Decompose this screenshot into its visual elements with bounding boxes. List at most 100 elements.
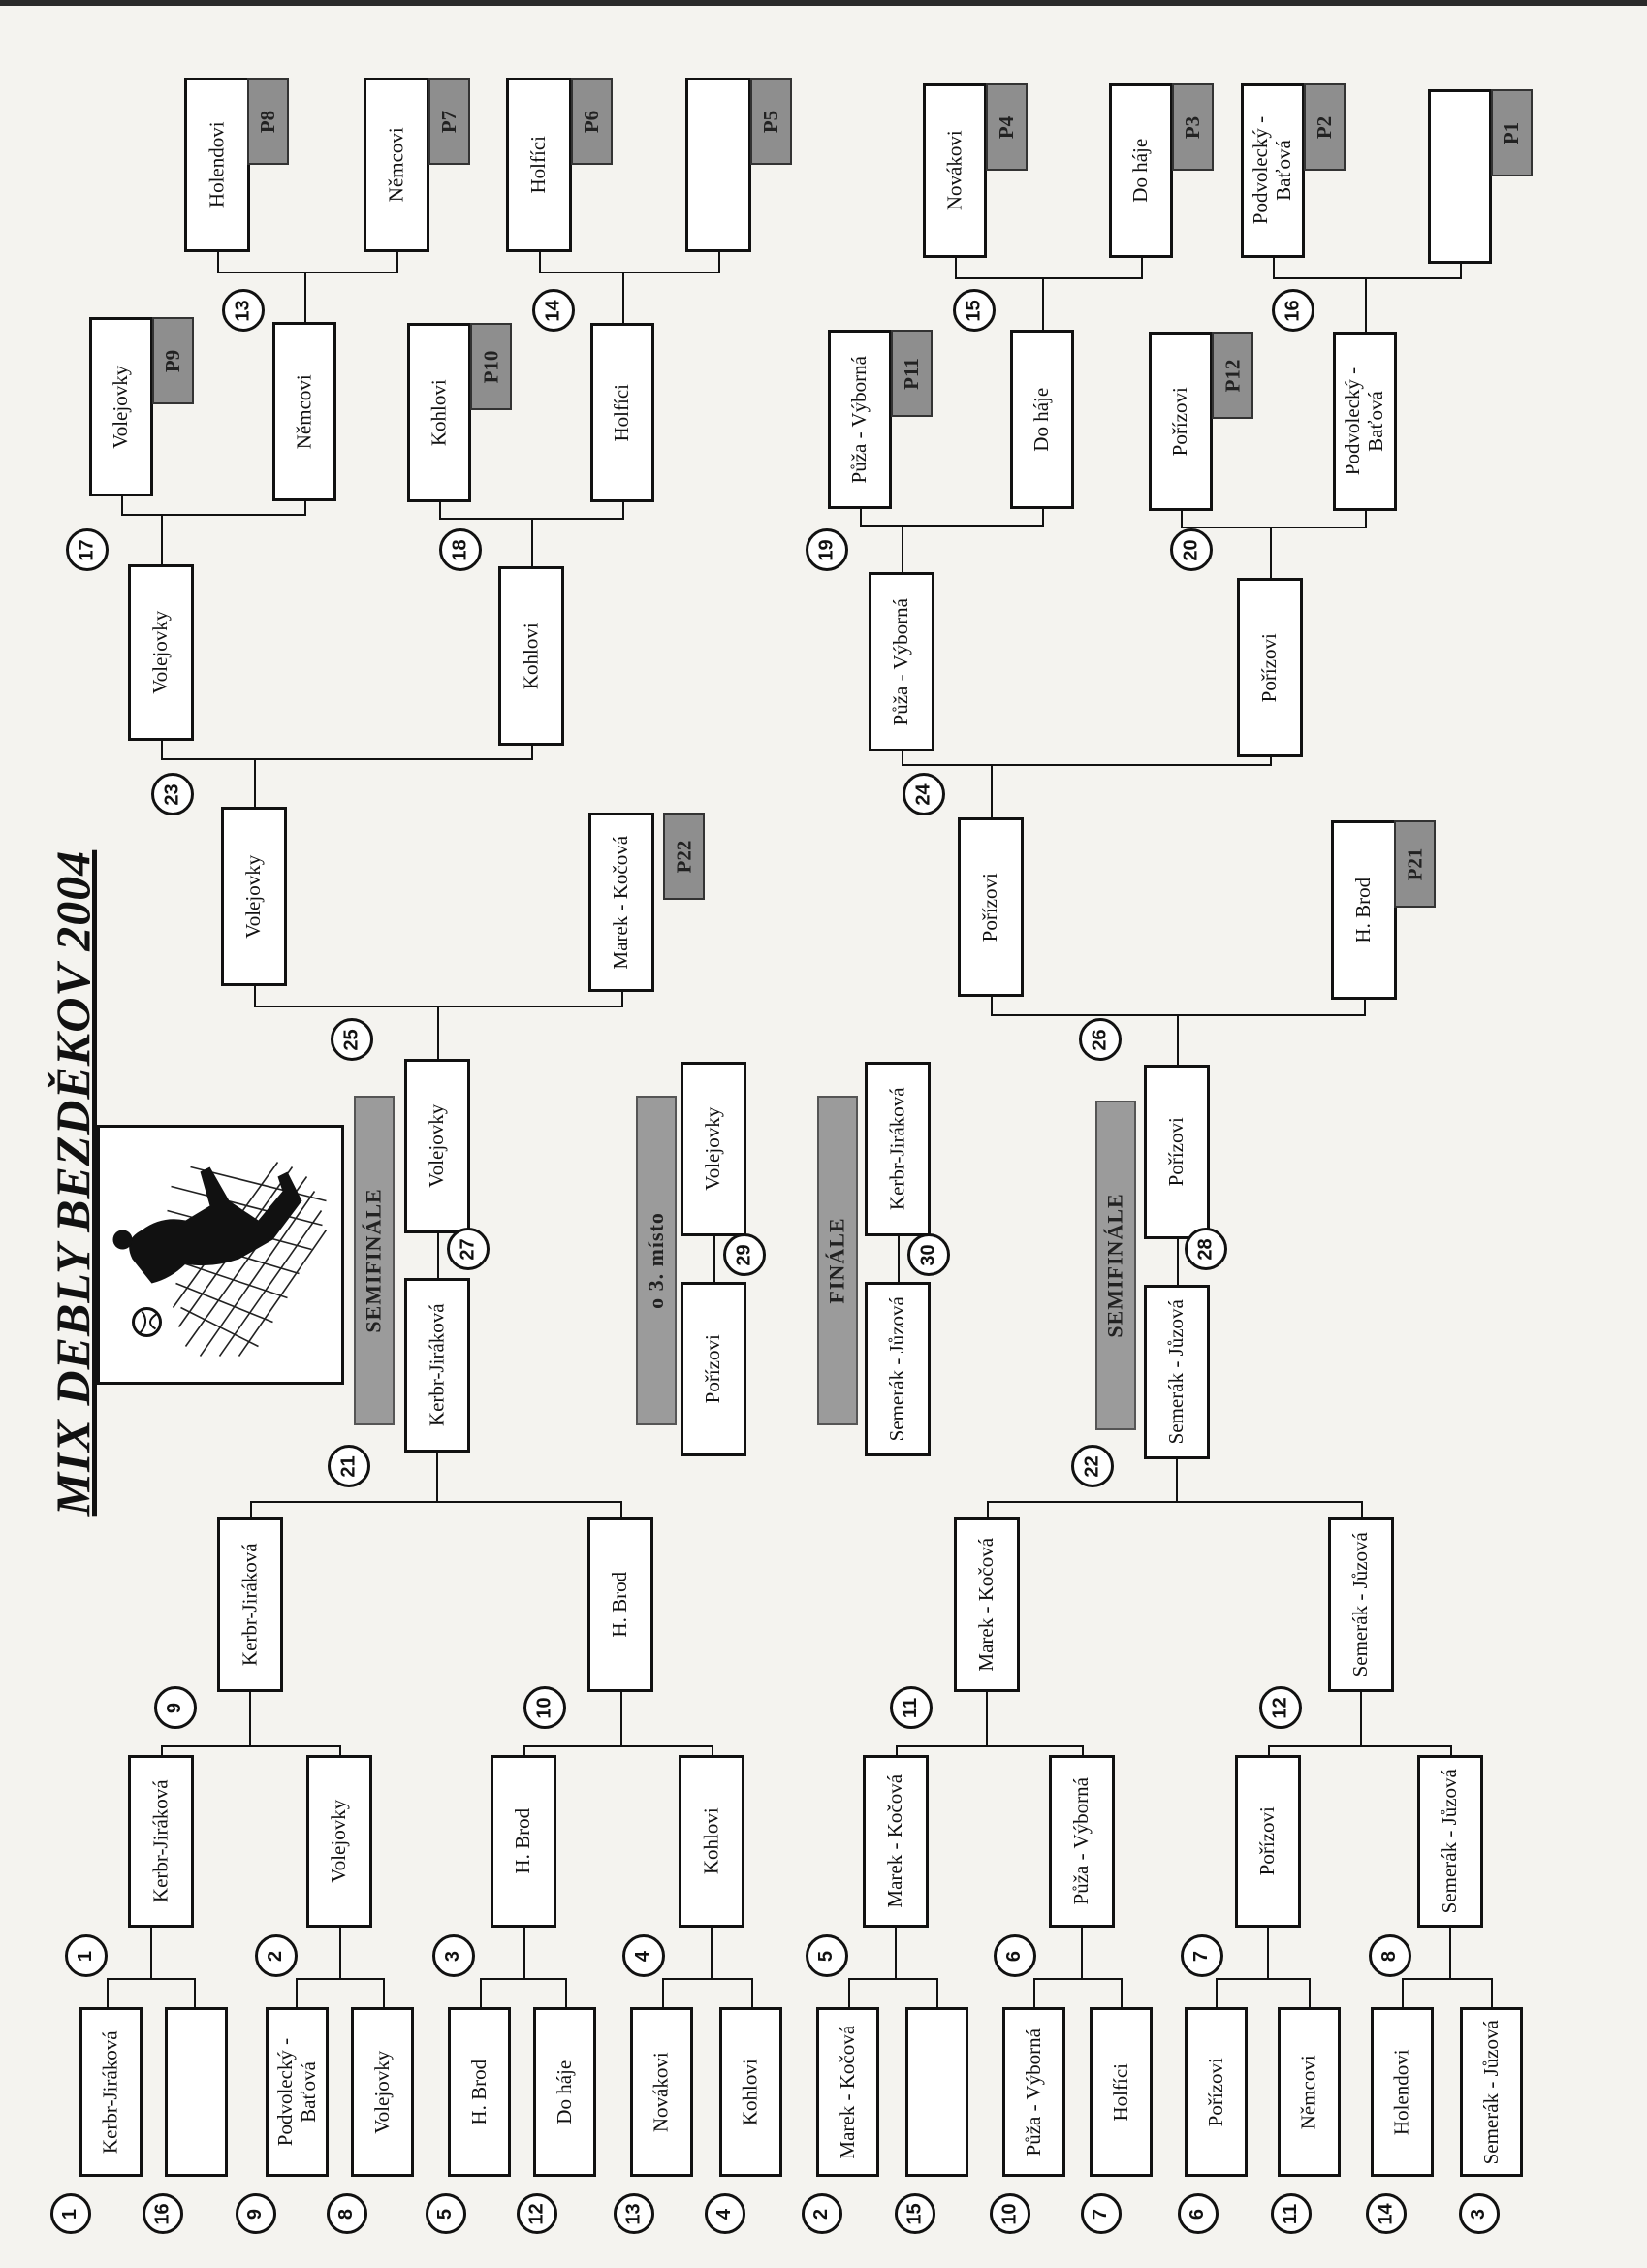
connector-line — [711, 1928, 713, 1980]
team-box: Němcovi — [1278, 2007, 1341, 2177]
match-number-circle-label: 28 — [1194, 1237, 1217, 1261]
team-box-label: Němcovi — [292, 374, 316, 449]
round-banner-label: SEMIFINÁLE — [1103, 1193, 1128, 1338]
connector-line — [1361, 1501, 1363, 1517]
team-box: Semerák - Jůzová — [1460, 2007, 1523, 2177]
team-box-label: Kerbr-Jiráková — [98, 2030, 122, 2154]
seed-number-circle: 15 — [895, 2193, 935, 2234]
position-tag-label: P2 — [1312, 115, 1336, 139]
match-number-circle-label: 19 — [815, 538, 838, 561]
seed-number-circle-label: 13 — [622, 2202, 645, 2225]
connector-line — [217, 252, 219, 273]
match-number-circle-label: 3 — [442, 1950, 464, 1962]
team-box-label: Kerbr-Jiráková — [425, 1303, 449, 1427]
match-number-circle: 5 — [806, 1934, 848, 1977]
match-number-circle-label: 11 — [900, 1697, 922, 1718]
team-box: Kohlovi — [719, 2007, 782, 2177]
connector-line — [712, 1745, 713, 1755]
match-number-circle-label: 15 — [963, 299, 985, 322]
connector-line — [860, 525, 1044, 527]
position-tag-label: P21 — [1402, 847, 1426, 880]
connector-line — [437, 1233, 439, 1278]
connector-line — [1033, 1978, 1123, 1980]
position-tag-label: P7 — [436, 110, 460, 133]
connector-line — [991, 764, 993, 817]
position-tag: P5 — [750, 78, 792, 165]
team-box-label: Půža - Výborná — [1021, 2028, 1045, 2156]
round-banner-label: o 3. místo — [644, 1212, 669, 1309]
connector-line — [718, 252, 720, 273]
connector-line — [436, 1453, 438, 1503]
connector-line — [1450, 1745, 1452, 1755]
position-tag: P1 — [1491, 89, 1533, 176]
round-banner: SEMIFINÁLE — [1095, 1101, 1136, 1430]
match-number-circle-label: 12 — [1269, 1696, 1291, 1719]
team-box: Holendovi — [184, 78, 250, 252]
team-box-label: Holfíci — [1108, 2062, 1132, 2122]
match-number-circle: 22 — [1071, 1445, 1114, 1487]
team-box-label: Pořízovi — [1168, 386, 1192, 457]
connector-line — [150, 1928, 152, 1980]
team-box-label: Pořízovi — [1203, 2057, 1227, 2127]
connector-line — [1273, 258, 1275, 279]
seed-number-circle-label: 7 — [1090, 2208, 1112, 2220]
team-box-label: Němcovi — [384, 127, 408, 203]
connector-line — [1267, 1928, 1269, 1980]
connector-line — [1449, 1928, 1451, 1980]
seed-number-circle: 6 — [1178, 2193, 1219, 2234]
match-number-circle: 14 — [532, 289, 575, 332]
team-box-label: Kerbr-Jiráková — [238, 1543, 262, 1667]
team-box: Pořízovi — [1235, 1755, 1301, 1928]
match-number-circle-label: 26 — [1089, 1028, 1111, 1051]
team-box-label: Marek - Kočová — [883, 1774, 907, 1908]
connector-line — [1042, 277, 1044, 330]
connector-line — [1365, 511, 1367, 528]
team-box: Holfíci — [590, 323, 654, 502]
connector-line — [217, 272, 398, 273]
team-box-label: Podvolecký -Baťová — [1249, 116, 1295, 225]
team-box-label: Novákovi — [649, 2052, 673, 2132]
connector-line — [1121, 1978, 1123, 2007]
team-box-label: Holfíci — [610, 383, 634, 442]
connector-line — [936, 1978, 938, 2007]
match-number-circle: 30 — [907, 1233, 950, 1276]
team-box-label: Pořízovi — [1255, 1806, 1280, 1876]
seed-number-circle: 10 — [990, 2193, 1030, 2234]
connector-line — [1268, 1745, 1270, 1755]
connector-line — [339, 1745, 341, 1755]
connector-line — [194, 1978, 196, 2007]
connector-line — [1216, 1978, 1311, 1980]
team-box-label: Volejovky — [109, 365, 133, 449]
seed-number-circle-label: 15 — [903, 2202, 926, 2225]
seed-number-circle: 11 — [1271, 2193, 1312, 2234]
match-number-circle-label: 6 — [1003, 1950, 1026, 1962]
connector-line — [955, 277, 1143, 279]
team-box: Půža - Výborná — [1002, 2007, 1065, 2177]
connector-line — [539, 252, 541, 273]
team-box: H. Brod — [448, 2007, 511, 2177]
connector-line — [1402, 1978, 1493, 1980]
team-box: Volejovky — [306, 1755, 372, 1928]
team-box: Holfíci — [1090, 2007, 1153, 2177]
connector-line — [161, 758, 533, 760]
connector-line — [621, 992, 623, 1007]
team-box-label: Volejovky — [425, 1104, 449, 1188]
match-number-circle-label: 20 — [1180, 538, 1202, 561]
team-box — [905, 2007, 968, 2177]
match-number-circle: 21 — [328, 1445, 370, 1487]
team-box: Do háje — [533, 2007, 596, 2177]
team-box: Pořízovi — [1144, 1065, 1210, 1239]
position-tag-label: P22 — [671, 840, 695, 873]
team-box-label: Do háje — [1029, 387, 1054, 452]
connector-line — [383, 1978, 385, 2007]
page-title-text: MIX DEBLY BEZDĚKOV 2004 — [46, 849, 100, 1517]
team-box: Semerák - Jůzová — [1417, 1755, 1483, 1928]
team-box-label: Semerák - Jůzová — [885, 1296, 909, 1442]
team-box-label: Volejovky — [148, 611, 173, 694]
connector-line — [523, 1745, 525, 1755]
team-box: Semerák - Jůzová — [1328, 1517, 1394, 1692]
match-number-circle-label: 29 — [733, 1243, 755, 1266]
position-tag: P11 — [891, 330, 933, 417]
connector-line — [1270, 757, 1272, 766]
